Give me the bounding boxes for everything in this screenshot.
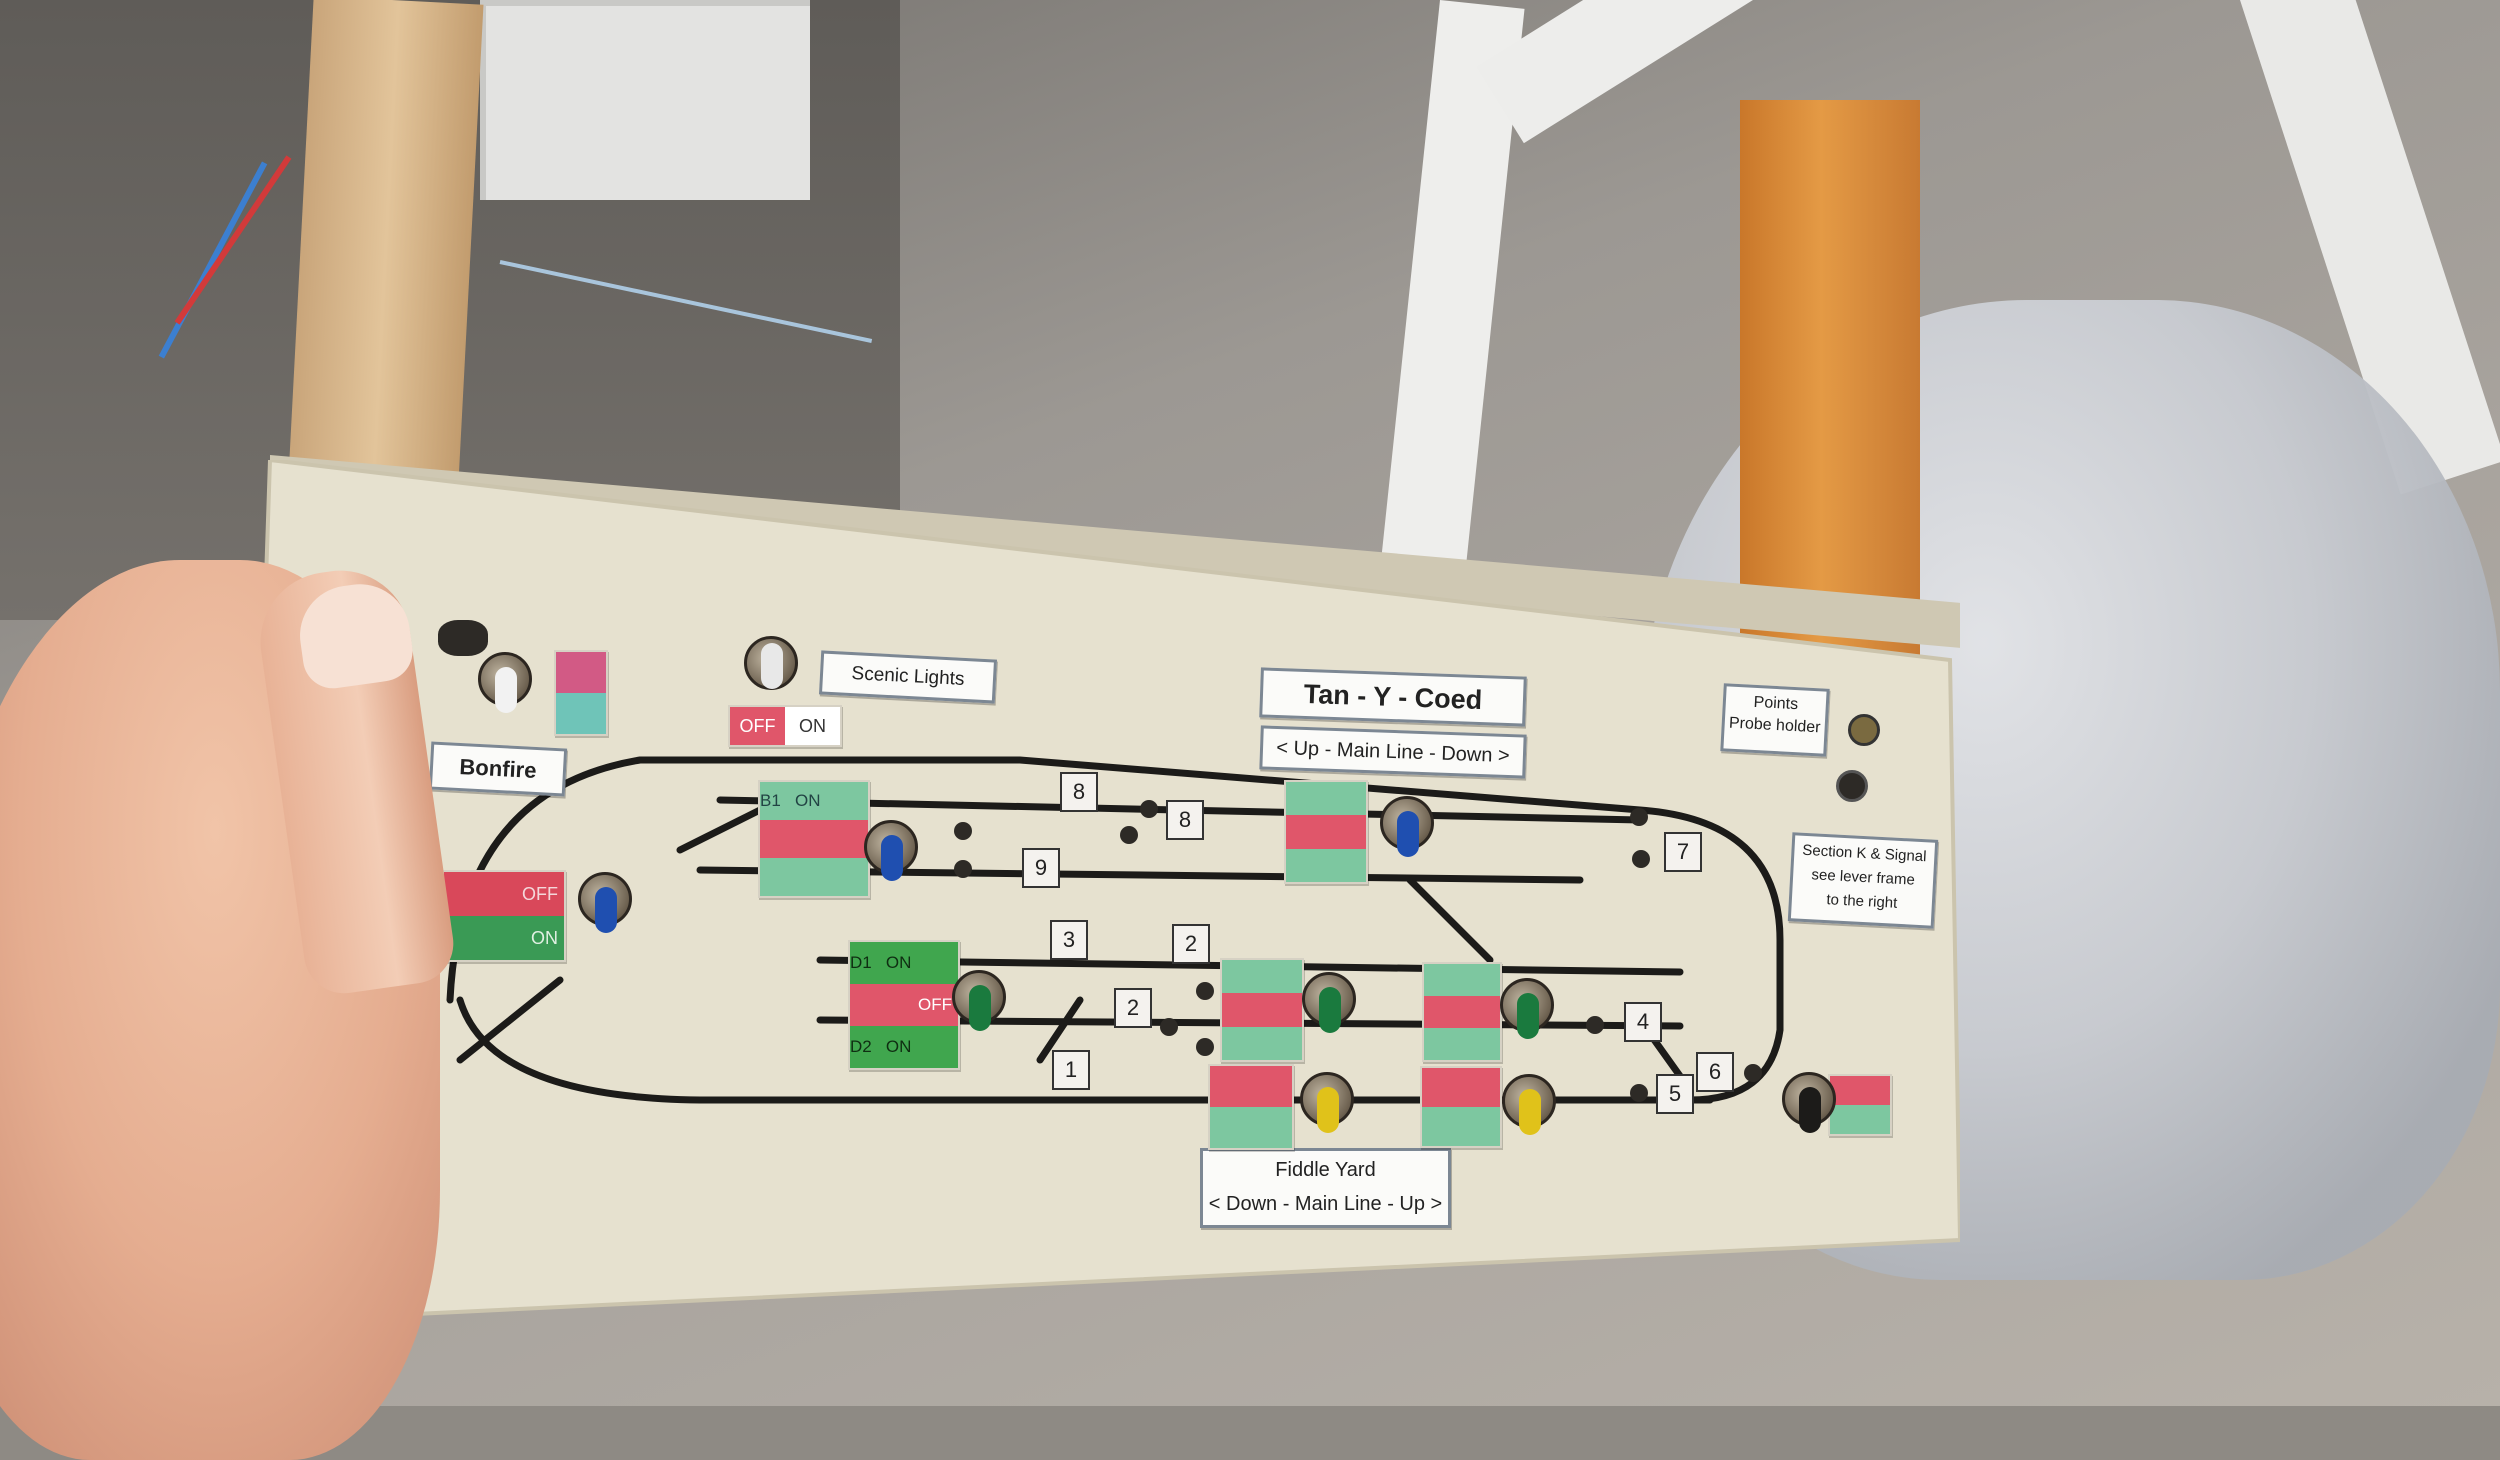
bonfire-on-text: ON — [444, 916, 564, 960]
up-main-line-label: < Up - Main Line - Down > — [1259, 725, 1527, 779]
bonfire-status-indicator — [554, 650, 608, 736]
contact-stud — [1160, 1018, 1178, 1036]
section-k-signal-label: Section K & Signal see lever frame to th… — [1787, 832, 1939, 929]
d1-d2-indicator: D1 ON OFF D2 ON — [848, 940, 960, 1070]
fiddle-toggle-2[interactable] — [1500, 978, 1554, 1039]
d1-on-label: ON — [885, 953, 912, 972]
control-panel: Tan - Y - Coed < Up - Main Line - Down >… — [260, 460, 1960, 1340]
main-loop-indicator — [1284, 780, 1368, 884]
fiddle-indicator-1 — [1220, 958, 1304, 1062]
point-number-4: 4 — [1624, 1002, 1662, 1042]
point-number-3: 3 — [1050, 920, 1088, 960]
contact-stud — [1744, 1064, 1762, 1082]
bonfire-off-on-indicator: OFF ON — [442, 870, 566, 962]
bonfire-off-text: OFF — [444, 872, 564, 916]
main-junction-toggle[interactable] — [578, 872, 632, 933]
black-socket[interactable] — [438, 620, 488, 656]
d2-on-label: ON — [885, 1037, 912, 1056]
fiddle-toggle-1[interactable] — [1302, 972, 1356, 1033]
b1-label: B1 — [760, 791, 781, 810]
scenic-lights-toggle[interactable] — [744, 636, 798, 690]
fiddle-indicator-2 — [1422, 962, 1502, 1062]
section-k-indicator — [1828, 1074, 1892, 1136]
station-title-label: Tan - Y - Coed — [1259, 667, 1527, 727]
fiddle-toggle-3[interactable] — [1300, 1072, 1354, 1133]
b1-on-label: ON — [794, 791, 821, 810]
contact-stud — [1586, 1016, 1604, 1034]
points-probe-holder-label: Points Probe holder — [1720, 683, 1830, 757]
point-number-2a: 2 — [1172, 924, 1210, 964]
probe-socket[interactable] — [1848, 714, 1880, 746]
bonfire-toggle[interactable] — [478, 652, 532, 713]
fiddle-toggle-4[interactable] — [1502, 1074, 1556, 1135]
track-outer-up — [446, 756, 1784, 1104]
main-loop-toggle[interactable] — [1380, 796, 1434, 857]
contact-stud — [1196, 982, 1214, 1000]
bonfire-label: Bonfire — [428, 741, 568, 797]
b1-toggle[interactable] — [864, 820, 918, 881]
point-number-1: 1 — [1052, 1050, 1090, 1090]
down-main-line-text: Down - Main Line - Up — [1226, 1193, 1425, 1215]
fiddle-yard-label: Fiddle Yard < Down - Main Line - Up > — [1200, 1148, 1451, 1228]
section-k-toggle[interactable] — [1782, 1072, 1836, 1133]
fiddle-indicator-3 — [1208, 1064, 1294, 1150]
contact-stud — [1140, 800, 1158, 818]
track-outer-down — [456, 996, 1714, 1104]
arrow-left-icon: < — [1275, 736, 1289, 760]
track-crossover — [1036, 996, 1084, 1064]
scenic-off-on-indicator: OFF ON — [728, 705, 842, 747]
contact-stud — [1630, 1084, 1648, 1102]
fiddle-yard-text: Fiddle Yard — [1275, 1159, 1376, 1181]
d1-label: D1 — [850, 953, 872, 972]
d2-label: D2 — [850, 1037, 872, 1056]
b1-text: B1 ON — [760, 782, 868, 820]
probe-socket[interactable] — [1836, 770, 1868, 802]
up-main-line-text: Up - Main Line - Down — [1293, 737, 1493, 767]
contact-stud — [954, 860, 972, 878]
b1-indicator: B1 ON — [758, 780, 870, 898]
probe-holder-text: Probe holder — [1728, 714, 1821, 737]
point-number-6: 6 — [1696, 1052, 1734, 1092]
contact-stud — [1632, 850, 1650, 868]
contact-stud — [1630, 808, 1648, 826]
contact-stud — [954, 822, 972, 840]
track-junction — [456, 976, 564, 1064]
scenic-on-text: ON — [799, 716, 826, 736]
d1-d2-toggle[interactable] — [952, 970, 1006, 1031]
arrow-right-icon: > — [1497, 744, 1511, 768]
contact-stud — [1196, 1038, 1214, 1056]
d-off-label: OFF — [850, 984, 958, 1026]
point-number-8b: 8 — [1166, 800, 1204, 840]
arrow-left-icon: < — [1208, 1193, 1221, 1215]
point-number-7: 7 — [1664, 832, 1702, 872]
wooden-post-left — [286, 0, 484, 525]
point-number-8a: 8 — [1060, 772, 1098, 812]
contact-stud — [1120, 826, 1138, 844]
fiddle-indicator-4 — [1420, 1066, 1502, 1148]
arrow-right-icon: > — [1430, 1193, 1443, 1215]
track-crossover — [1406, 876, 1494, 964]
scenic-lights-label: Scenic Lights — [818, 650, 998, 704]
point-number-2b: 2 — [1114, 988, 1152, 1028]
point-number-5: 5 — [1656, 1074, 1694, 1114]
white-cabinet — [480, 0, 810, 200]
scenic-off-text: OFF — [730, 707, 785, 745]
point-number-9: 9 — [1022, 848, 1060, 888]
